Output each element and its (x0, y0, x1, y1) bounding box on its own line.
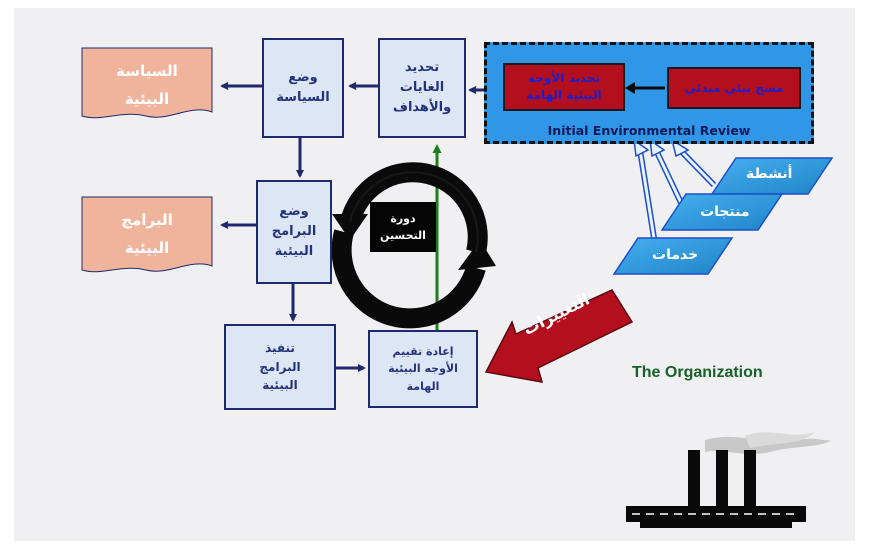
arrow-survey-to-aspects (625, 82, 665, 94)
set-policy-line2: السياسة (276, 90, 330, 105)
activities-label: أنشطة (746, 166, 793, 182)
set-objectives-line3: والأهداف (392, 100, 452, 116)
organization-label: The Organization (632, 364, 763, 381)
improvement-cycle-line1: دورة (390, 211, 416, 225)
initial-review-container: تحديد الأوجه البيئية الهامة مسح بيئي مبد… (484, 42, 814, 144)
programs-document: البرامج البيئية (82, 197, 212, 269)
set-policy-box: وضع السياسة (262, 38, 344, 138)
improvement-cycle-icon (331, 162, 496, 329)
implement-programs-line1: تنفيذ (265, 341, 295, 356)
improvement-cycle-line2: التحسين (380, 229, 426, 242)
services-label: خدمات (652, 247, 699, 263)
initial-review-label: Initial Environmental Review (547, 123, 751, 138)
policy-document: السياسة البيئية (82, 48, 212, 118)
set-programs-line2: البرامج (271, 223, 317, 239)
programs-document-line2: البيئية (124, 238, 170, 257)
reassess-aspects-box: إعادة تقييم الأوجه البيئية الهامة (368, 330, 478, 408)
services-parallelogram (612, 237, 734, 275)
determine-aspects-box: تحديد الأوجه البيئية الهامة (503, 63, 625, 111)
set-objectives-line1: تحديد (404, 59, 440, 75)
policy-document-shape (81, 47, 213, 119)
reassess-aspects-line2: الأوجه البيئية (388, 362, 458, 376)
determine-aspects-line1: تحديد الأوجه (527, 71, 601, 86)
policy-document-line1: السياسة (116, 62, 178, 80)
implement-programs-line3: البيئية (262, 378, 298, 393)
initial-survey-box: مسح بيئي مبدئي (667, 67, 801, 109)
changes-arrow-shape (484, 289, 634, 383)
set-objectives-box: تحديد الغايات والأهداف (378, 38, 466, 138)
policy-document-label: السياسة البيئية (82, 58, 212, 114)
set-programs-box: وضع البرامج البيئية (256, 180, 332, 284)
improvement-cycle-label: دورة التحسين (370, 202, 436, 252)
determine-aspects-line2: البيئية الهامة (526, 88, 602, 102)
products-parallelogram (660, 193, 784, 231)
input-arrows (633, 138, 717, 239)
reassess-aspects-line3: الهامة (406, 379, 440, 393)
set-policy-line1: وضع (288, 69, 318, 85)
policy-document-line2: البيئية (124, 89, 170, 108)
initial-survey-label: مسح بيئي مبدئي (684, 80, 784, 95)
set-programs-line3: البيئية (274, 244, 314, 260)
set-programs-line1: وضع (279, 203, 309, 219)
set-objectives-line2: الغايات (399, 79, 445, 95)
programs-document-shape (81, 196, 213, 273)
implement-programs-line2: البرامج (259, 359, 301, 374)
implement-programs-box: تنفيذ البرامج البيئية (224, 324, 336, 410)
activities-parallelogram (710, 157, 834, 195)
programs-document-line1: البرامج (121, 211, 173, 229)
reassess-aspects-line1: إعادة تقييم (392, 345, 454, 359)
products-label: منتجات (700, 204, 750, 220)
programs-document-label: البرامج البيئية (82, 207, 212, 263)
factory-icon (626, 432, 832, 528)
